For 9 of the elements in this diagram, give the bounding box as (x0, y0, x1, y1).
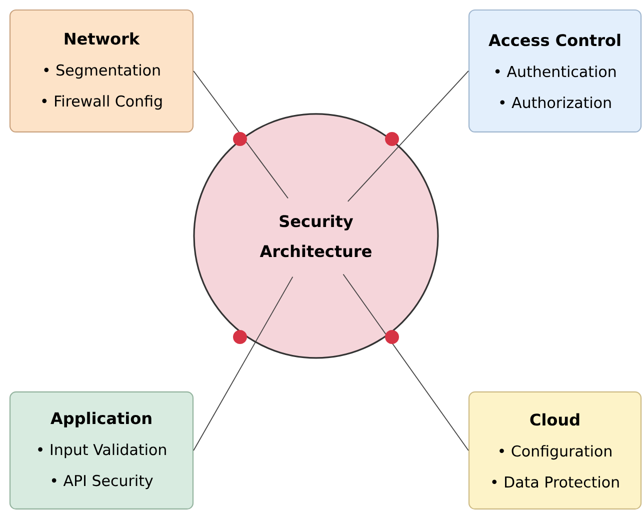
category-box: Access Control • Authentication • Authorization (468, 9, 642, 133)
connector-line (193, 70, 288, 199)
category-box: Network • Segmentation • Firewall Config (9, 9, 194, 133)
category-box: Cloud • Configuration • Data Protection (468, 391, 642, 510)
connector-line (193, 276, 294, 451)
connector-line (342, 274, 469, 451)
connector-line (347, 70, 469, 202)
circle-node: Security Architecture (193, 113, 439, 359)
category-box: Application • Input Validation • API Security (9, 391, 194, 510)
